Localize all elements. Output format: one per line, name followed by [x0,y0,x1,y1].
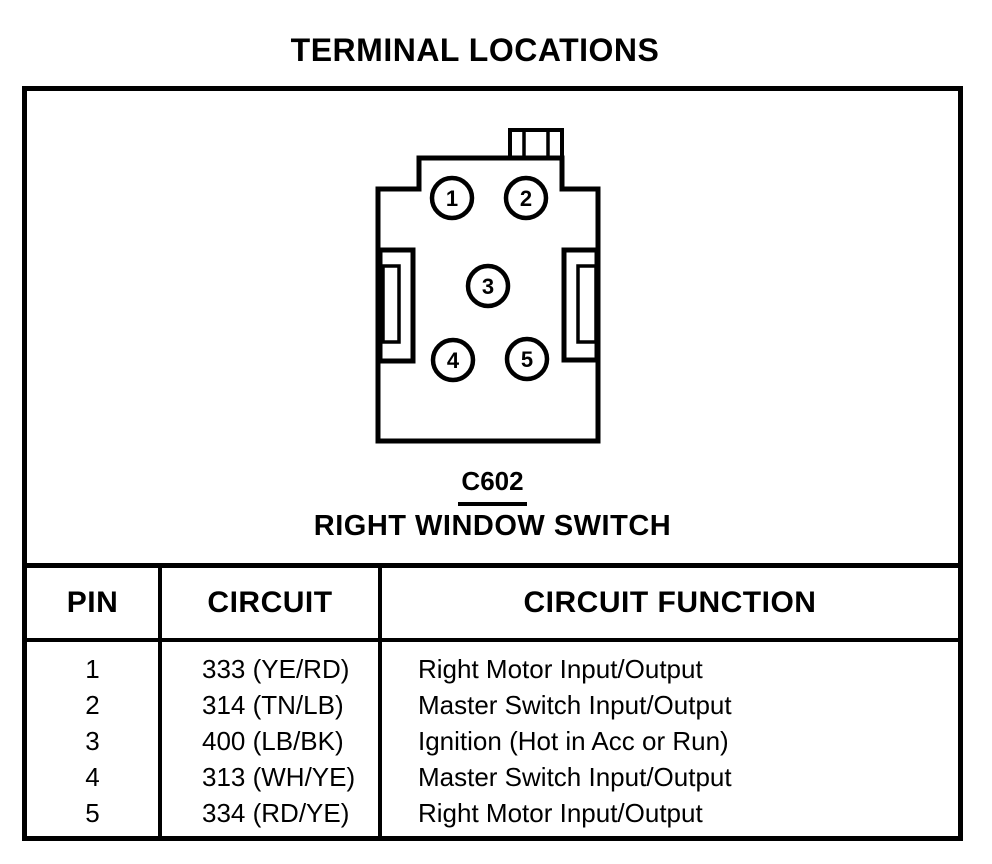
connector-tab [508,128,564,160]
circuit-value: 333 (YE/RD) [202,654,350,684]
circuit-value: 400 (LB/BK) [202,726,344,756]
header-circuit: CIRCUIT [162,568,382,638]
circuit-function-value: Right Motor Input/Output [418,654,703,684]
pin-table: PIN CIRCUIT CIRCUIT FUNCTION 1 2 3 4 5 3… [27,563,958,836]
latch-right-slot [576,264,598,344]
header-pin: PIN [27,568,162,638]
circuit-function-value: Right Motor Input/Output [418,798,703,828]
connector-tab-ribs [522,130,550,158]
pin-table-body: 1 2 3 4 5 333 (YE/RD) 314 (TN/LB) 400 (L… [27,642,958,836]
pin-label-5: 5 [521,347,533,372]
header-circuit-function: CIRCUIT FUNCTION [523,586,817,619]
page-title: TERMINAL LOCATIONS [290,32,660,68]
pin-label-2: 2 [520,186,532,211]
pin-label-3: 3 [482,274,494,299]
pin-number: 2 [85,690,100,720]
connector-id: C602 [0,466,985,506]
circuit-value: 334 (RD/YE) [202,798,350,828]
circuit-function-value: Ignition (Hot in Acc or Run) [418,726,729,756]
circuit-function-value: Master Switch Input/Output [418,690,732,720]
circuit-value: 313 (WH/YE) [202,762,356,792]
connector-diagram: 1 2 3 4 5 [375,128,601,444]
column-circuit: 333 (YE/RD) 314 (TN/LB) 400 (LB/BK) 313 … [162,642,382,836]
diagram-frame [22,86,963,841]
pin-circle-1 [429,175,475,221]
pin-circle-4 [430,337,476,383]
latch-left-slot [381,264,401,344]
circuit-function-value: Master Switch Input/Output [418,762,732,792]
pin-circle-2 [503,175,549,221]
pin-label-4: 4 [447,348,460,373]
pin-table-header: PIN CIRCUIT CIRCUIT FUNCTION [27,568,958,642]
column-pin: 1 2 3 4 5 [27,642,162,836]
circuit-value: 314 (TN/LB) [202,690,344,720]
pin-number: 5 [85,798,100,828]
connector-name: RIGHT WINDOW SWITCH [313,510,672,542]
pin-number: 1 [85,654,100,684]
pin-label-1: 1 [446,186,458,211]
pin-circle-5 [504,336,550,382]
pin-number: 3 [85,726,100,756]
column-circuit-function: Right Motor Input/Output Master Switch I… [382,642,958,836]
pin-number: 4 [85,762,100,792]
pin-circle-3 [465,263,511,309]
connector-id-text: C602 [458,466,527,506]
